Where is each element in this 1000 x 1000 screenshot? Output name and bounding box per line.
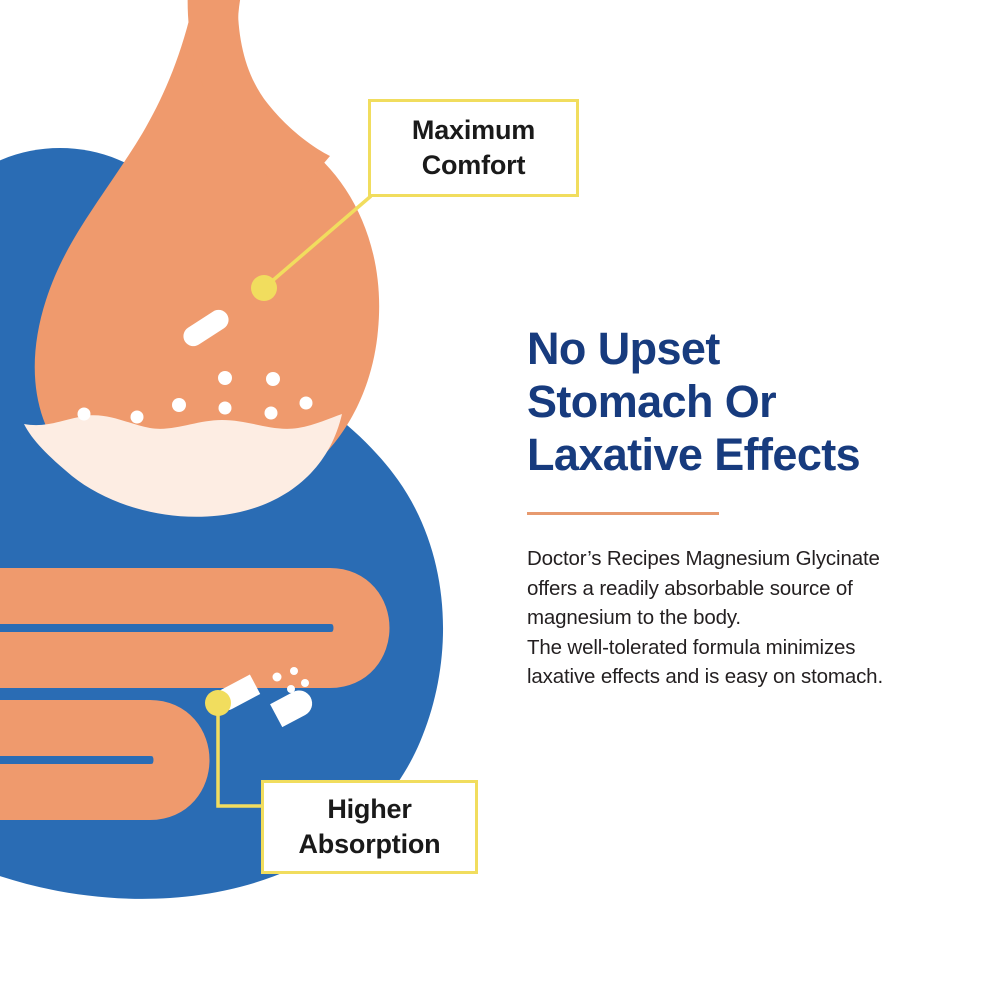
body-copy: Doctor’s Recipes Magnesium Glycinate off…: [527, 547, 883, 689]
callout-maximum-comfort-label: Maximum Comfort: [411, 115, 536, 180]
callout-higher-absorption: Higher Absorption: [261, 780, 478, 874]
headline: No Upset Stomach Or Laxative Effects: [527, 323, 861, 481]
callout-maximum-comfort: Maximum Comfort: [368, 99, 579, 197]
marker-dot-intestine: [205, 690, 231, 716]
callout-higher-absorption-label: Higher Absorption: [298, 794, 441, 859]
leader-line-higher-absorption: [205, 690, 264, 808]
marker-dot-stomach: [251, 275, 277, 301]
intestine-tube: [0, 568, 390, 820]
content-column: No Upset Stomach Or Laxative Effects Doc…: [527, 322, 957, 712]
stomach-organ: [34, 0, 380, 508]
stomach-capsule: [183, 309, 229, 347]
stomach-liquid-pool: [24, 414, 342, 517]
divider-rule: [527, 512, 719, 516]
intestine-granules: [272, 667, 309, 706]
esophagus: [187, 0, 330, 196]
digestive-system-illustration: [0, 0, 443, 899]
stomach-granules: [77, 371, 313, 424]
leader-line-maximum-comfort: [251, 194, 373, 301]
